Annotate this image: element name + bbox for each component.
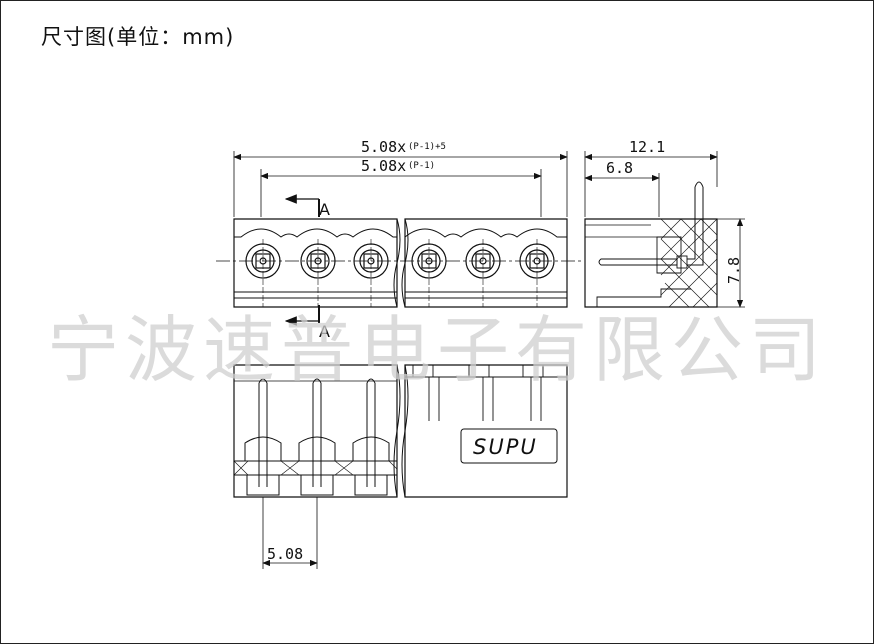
brand-mark: SUPU <box>473 435 538 459</box>
pin-4 <box>411 239 447 307</box>
section-label-top: A <box>319 200 330 219</box>
total-length-suffix: (P-1)+5 <box>408 142 446 152</box>
front-view <box>216 151 581 308</box>
pitch-length-label: 5.08x <box>361 157 406 175</box>
pitch-length-suffix: (P-1) <box>408 161 435 171</box>
pitch-label: 5.08 <box>267 545 303 563</box>
side-offset-label: 6.8 <box>606 159 633 177</box>
section-view <box>233 364 568 569</box>
pin-5 <box>465 239 501 307</box>
pin-6 <box>519 239 555 307</box>
side-view <box>584 151 745 308</box>
section-label-bottom: A <box>319 322 330 341</box>
pin-2 <box>300 239 336 307</box>
front-pins <box>245 239 555 307</box>
section-markers <box>284 194 320 326</box>
total-length-label: 5.08x <box>361 138 406 156</box>
page-title: 尺寸图(单位：mm) <box>41 25 235 49</box>
pin-3 <box>353 239 389 307</box>
pin-1 <box>245 239 281 307</box>
height-label: 7.8 <box>725 257 743 284</box>
side-width-label: 12.1 <box>629 138 665 156</box>
